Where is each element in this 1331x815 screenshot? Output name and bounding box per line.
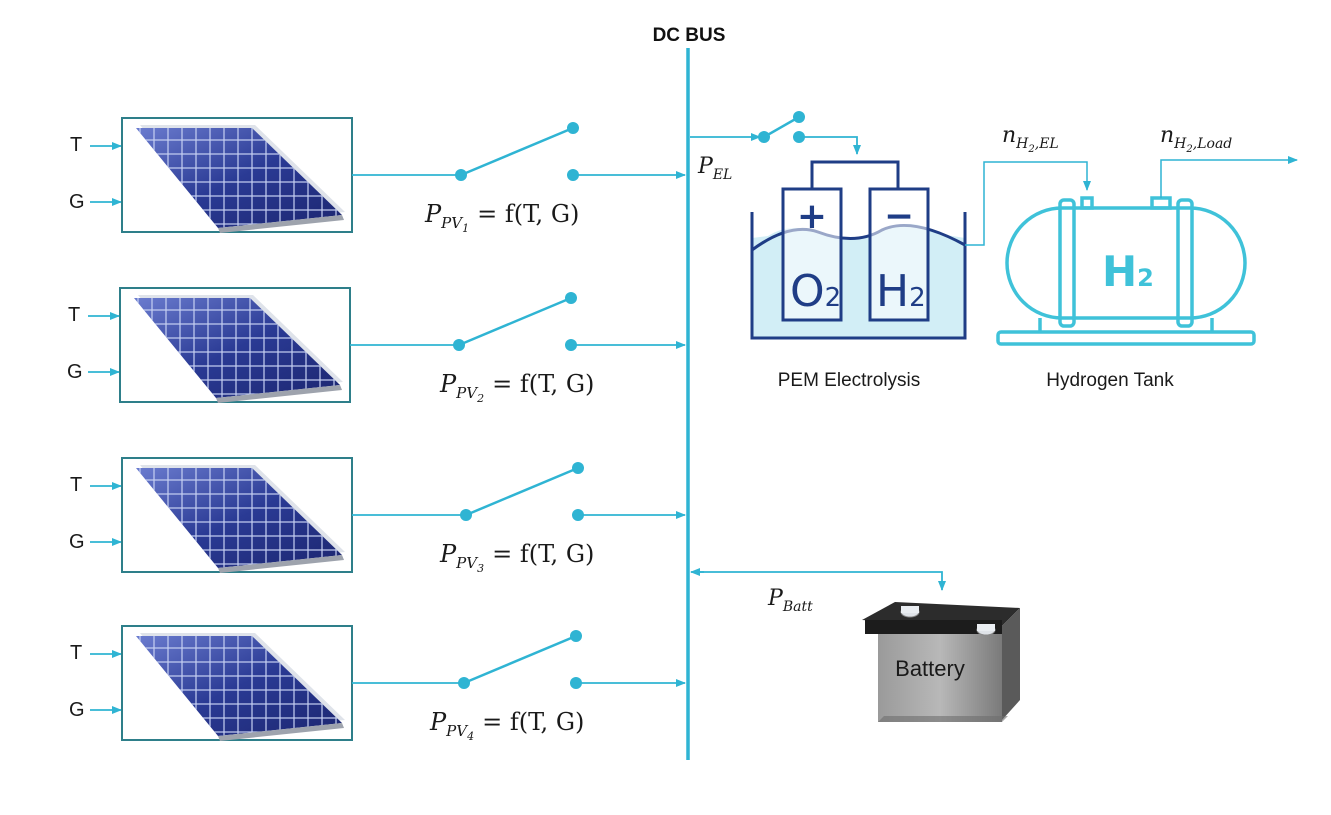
solar-panel-icon <box>136 633 345 741</box>
pv-row-1: T G PPV1= f(T, G) <box>69 117 686 235</box>
bus-title: DC BUS <box>653 25 726 46</box>
switch-blade <box>460 126 574 177</box>
solar-panel-icon <box>136 465 345 573</box>
cathode-electrode <box>868 187 930 322</box>
pv-power-formula: PPV2= f(T, G) <box>439 370 594 405</box>
battery-link <box>690 568 946 591</box>
switch-to-electrolyzer-arrow <box>799 136 861 155</box>
irradiance-label: G <box>69 699 85 721</box>
hydrogen-outflow-label: nH2,Load <box>1160 123 1232 155</box>
temperature-label: T <box>68 304 80 326</box>
anode-sign: + <box>797 196 827 237</box>
pv-row-2: T G PPV2= f(T, G) <box>67 287 686 405</box>
tank-gas-label: H2 <box>1102 247 1154 296</box>
battery-icon <box>862 602 1020 722</box>
pv-row-4: T G PPV4= f(T, G) <box>69 625 686 743</box>
anode-electrode <box>781 187 843 322</box>
pv-power-formula: PPV3= f(T, G) <box>439 540 594 575</box>
switch-blade <box>458 296 572 347</box>
switch-blade <box>763 115 800 139</box>
cathode-sign: − <box>884 196 914 237</box>
switch-blade <box>465 466 579 517</box>
switch-contact <box>793 111 805 123</box>
hydrogen-inflow-label: nH2,EL <box>1002 123 1059 155</box>
oxygen-label: O2 <box>790 266 841 317</box>
solar-panel-icon <box>136 125 345 233</box>
tank-to-load-arrow <box>1160 156 1298 198</box>
temperature-label: T <box>70 134 82 156</box>
hydrogen-tank-icon <box>996 196 1256 346</box>
temperature-label: T <box>70 474 82 496</box>
electrolyzer-feed: PEL <box>690 111 861 183</box>
irradiance-label: G <box>69 531 85 553</box>
pv-row-3: T G PPV3= f(T, G) <box>69 457 686 575</box>
electrolyzer-to-tank-arrow <box>965 161 1091 246</box>
switch-contact <box>565 292 577 304</box>
switch-contact <box>572 462 584 474</box>
battery-power-label: PBatt <box>767 586 813 615</box>
pv-power-formula: PPV1= f(T, G) <box>424 200 579 235</box>
irradiance-label: G <box>69 191 85 213</box>
switch-contact <box>570 630 582 642</box>
pem-electrolyzer-icon: + − O2 H2 <box>750 160 967 340</box>
switch-contact <box>567 122 579 134</box>
electrolyzer-label: PEM Electrolysis <box>778 370 921 391</box>
tank-label: Hydrogen Tank <box>1046 370 1174 391</box>
temperature-label: T <box>70 642 82 664</box>
pv-power-formula: PPV4= f(T, G) <box>429 708 584 743</box>
solar-panel-icon <box>134 295 343 403</box>
hydrogen-label: H2 <box>876 266 926 317</box>
electrolyzer-power-label: PEL <box>697 154 732 183</box>
switch-blade <box>463 634 577 685</box>
battery-label: Battery <box>895 656 965 681</box>
irradiance-label: G <box>67 361 83 383</box>
